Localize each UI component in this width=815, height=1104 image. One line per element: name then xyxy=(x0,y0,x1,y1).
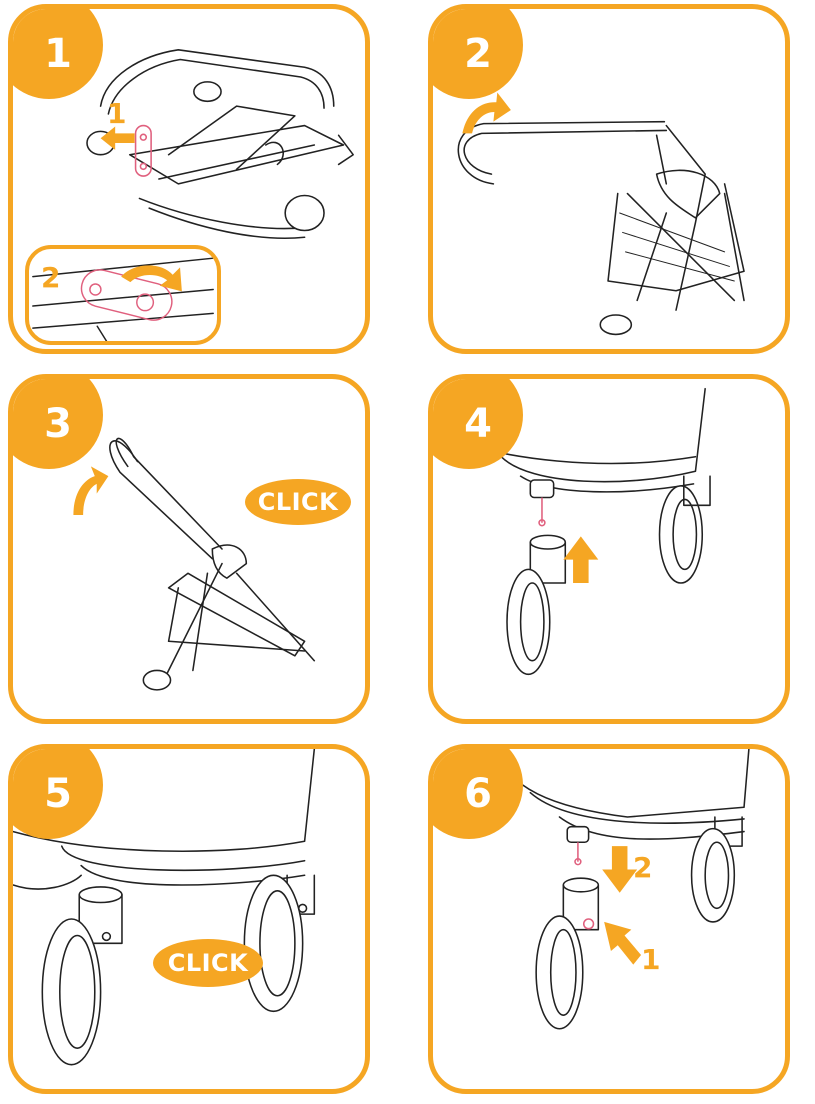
step-2-panel: 2 xyxy=(428,4,790,354)
step-1-detail-inset: 2 xyxy=(25,245,221,345)
step-5-click-bubble: CLICK xyxy=(153,939,263,987)
step-6-down-arrow xyxy=(602,846,637,893)
step-6-callout-2: 2 xyxy=(633,851,652,884)
step-4-badge: 4 xyxy=(428,374,523,469)
step-2-number: 2 xyxy=(433,9,523,99)
step-4-panel: 4 xyxy=(428,374,790,724)
step-6-push-arrow xyxy=(604,922,641,965)
step-5-panel: 5 CLICK xyxy=(8,744,370,1094)
step-1-number: 1 xyxy=(13,9,103,99)
step-6-callout-1: 1 xyxy=(641,943,660,976)
step-1-callout-1: 1 xyxy=(107,97,126,130)
step-6-panel: 6 2 1 xyxy=(428,744,790,1094)
step-6-number: 6 xyxy=(433,749,523,839)
step-3-badge: 3 xyxy=(8,374,103,469)
step-4-number: 4 xyxy=(433,379,523,469)
step-4-up-arrow xyxy=(563,536,598,583)
step-3-rotate-arrow xyxy=(73,466,108,515)
step-6-badge: 6 xyxy=(428,744,523,839)
step-1-callout-2: 2 xyxy=(41,261,60,294)
step-1-badge: 1 xyxy=(8,4,103,99)
step-1-panel: 1 1 2 xyxy=(8,4,370,354)
step-1-rotate-arrow xyxy=(121,265,182,291)
step-5-number: 5 xyxy=(13,749,103,839)
step-3-click-bubble: CLICK xyxy=(245,479,351,525)
step-5-badge: 5 xyxy=(8,744,103,839)
step-3-panel: 3 CLICK xyxy=(8,374,370,724)
step-2-badge: 2 xyxy=(428,4,523,99)
step-3-number: 3 xyxy=(13,379,103,469)
